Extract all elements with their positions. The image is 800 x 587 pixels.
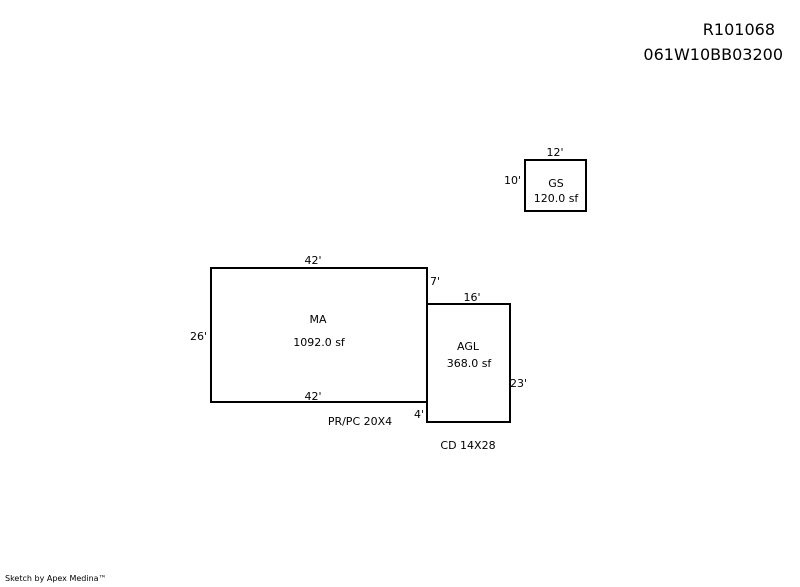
- ma-dim-top: 42': [304, 254, 321, 267]
- gs-dim-left: 10': [504, 174, 521, 187]
- ma-dim-bottom: 42': [304, 390, 321, 403]
- account-number: R101068: [702, 20, 775, 39]
- area-agl: 16' 23' 7' 4' AGL 368.0 sf: [414, 275, 527, 423]
- agl-area: 368.0 sf: [447, 357, 493, 370]
- ma-area: 1092.0 sf: [293, 336, 346, 349]
- agl-label: AGL: [457, 340, 480, 353]
- gs-label: GS: [548, 177, 564, 190]
- agl-dim-top: 16': [463, 291, 480, 304]
- ma-outline: [210, 267, 428, 403]
- area-gs: 12' 10' GS 120.0 sf: [504, 146, 587, 212]
- note-pr-pc: PR/PC 20X4: [328, 415, 392, 428]
- sketch-credit: Sketch by Apex Medina™: [5, 574, 107, 583]
- gs-dim-top: 12': [546, 146, 563, 159]
- ma-label: MA: [309, 313, 326, 326]
- agl-offset-top: 7': [430, 275, 440, 288]
- area-ma: 42' 42' 26' MA 1092.0 sf: [190, 254, 428, 403]
- gs-outline: [524, 159, 587, 212]
- map-number: 061W10BB03200: [643, 45, 783, 64]
- agl-outline: [426, 303, 511, 423]
- gs-area: 120.0 sf: [534, 192, 580, 205]
- ma-dim-left: 26': [190, 330, 207, 343]
- agl-dim-right: 23': [510, 377, 527, 390]
- agl-offset-bottom: 4': [414, 408, 424, 421]
- note-cd: CD 14X28: [440, 439, 495, 452]
